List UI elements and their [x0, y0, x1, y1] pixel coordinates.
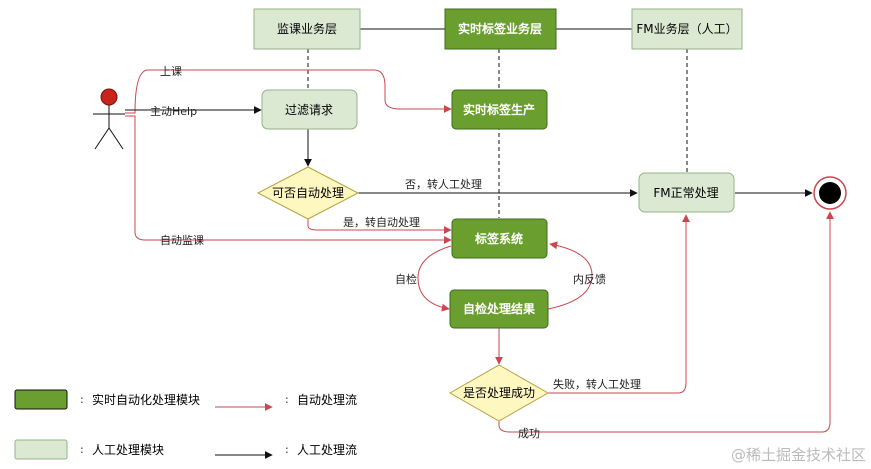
legend-colon-3: :	[80, 443, 84, 456]
node-label-sys-label: 标签系统	[474, 231, 523, 246]
legend-manual-module-swatch	[14, 439, 68, 460]
legend-auto-module-swatch	[14, 389, 68, 410]
legend-auto-flow-label: 自动处理流	[297, 393, 357, 407]
edge-label-yes-auto: 是，转自动处理	[343, 215, 420, 229]
node-filter	[261, 89, 358, 130]
legend-colon-1: :	[80, 393, 84, 406]
node-self-check-result-label: 自检处理结果	[463, 301, 535, 316]
legend-colon-2: :	[285, 393, 289, 406]
edge-label-auto-monitor: 自动监课	[160, 234, 204, 247]
node-label-gen	[451, 89, 548, 130]
edge-auto-monitor	[125, 115, 452, 244]
lane-jianke	[253, 8, 361, 50]
edge-feedback	[547, 241, 593, 310]
edge-self-check	[417, 245, 452, 312]
node-is-success	[448, 364, 550, 422]
edge-label-self-check: 自检	[395, 272, 417, 286]
edge-yes-auto	[307, 219, 452, 234]
legend-manual-module-label: 人工处理模块	[92, 443, 164, 457]
watermark: @稀土掘金技术社区	[731, 446, 866, 464]
node-filter-label: 过滤请求	[285, 103, 333, 117]
edge-label-success: 成功	[518, 427, 540, 440]
legend-auto-module-label: 实时自动化处理模块	[92, 392, 200, 407]
end-node-icon	[813, 176, 847, 210]
actor-icon	[93, 88, 125, 150]
node-label-gen-label: 实时标签生产	[463, 102, 535, 117]
edge-label-shangke: 上课	[160, 65, 182, 78]
lane-realtime	[444, 8, 557, 50]
edge-success	[498, 211, 834, 433]
edge-label-feedback: 内反馈	[573, 272, 606, 286]
edge-fail-manual	[548, 214, 690, 394]
node-fm-handle-label: FM正常处理	[653, 186, 718, 200]
legend-colon-4: :	[285, 443, 289, 456]
edge-label-help: 主动Help	[150, 105, 197, 118]
edge-label-no-manual: 否，转人工处理	[405, 177, 482, 191]
node-fm-handle	[638, 172, 735, 213]
node-self-check-result	[449, 289, 549, 329]
lane-realtime-label: 实时标签业务层	[458, 21, 542, 36]
legend-manual-flow-label: 人工处理流	[297, 443, 357, 457]
lane-fm	[631, 8, 743, 50]
node-is-success-label: 是否处理成功	[463, 386, 535, 400]
lane-jianke-label: 监课业务层	[277, 21, 337, 36]
edge-shangke	[125, 69, 452, 114]
node-can-auto	[256, 166, 360, 220]
node-can-auto-label: 可否自动处理	[272, 186, 344, 200]
edge-label-fail-manual: 失败，转人工处理	[553, 377, 641, 391]
node-label-sys	[451, 218, 548, 259]
lane-fm-label: FM业务层（人工）	[636, 21, 737, 36]
